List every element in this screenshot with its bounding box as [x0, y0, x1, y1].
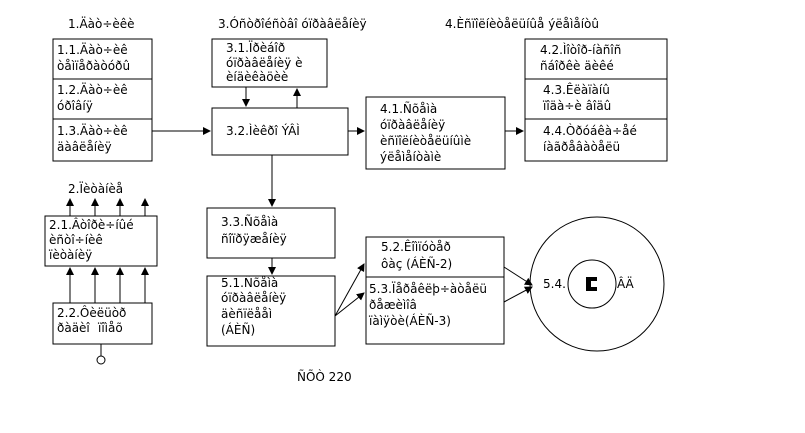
phase-computer-line2: ôàç (ÁÈÑ-2): [381, 256, 452, 271]
actuator-valves-line2: ïîäà÷è âîäû: [542, 99, 611, 113]
arrow-phase-to-display: [503, 266, 533, 286]
actuator-control-line2: óïðàâëåíèÿ: [380, 118, 445, 132]
actuator-pump-line1: 4.2.Ìîòîð-íàñîñ: [540, 42, 621, 57]
sensor-temperature-line1: 1.1.Äàò÷èê: [57, 42, 128, 57]
display-suffix: ÂÄ: [617, 276, 635, 291]
box-interface: 3.3.Ñõåìà ñîïðÿæåíèÿ: [206, 207, 336, 259]
mode-switch-line2: ðåæèìîâ: [369, 298, 417, 312]
heading-sensors-group: 1.Äàò÷èêè: [68, 16, 135, 31]
sensor-level-line1: 1.2.Äàò÷èê: [57, 82, 128, 97]
box-micro-computer: 3.2.Ìèêðî ÝÂÌ: [211, 107, 349, 156]
display-control-line4: (ÁÈÑ): [221, 322, 255, 337]
display-control-line2: óïðàâëåíèÿ: [221, 291, 286, 305]
filter-line1: 2.2.Ôèëüòð: [57, 305, 126, 320]
arrow-display-to-phase: [334, 263, 365, 317]
mode-switch-line1: 5.3.Ïåðåêëþ÷àòåëü: [369, 281, 487, 296]
interface-line1: 3.3.Ñõåìà: [221, 214, 278, 229]
interface-line2: ñîïðÿæåíèÿ: [221, 232, 287, 246]
display-label: 5.4.: [543, 277, 566, 291]
filter-line2a: ðàäèî: [57, 321, 90, 335]
display-control-line1: 5.1.Ñõåìà: [221, 275, 278, 290]
connectors: [66, 87, 533, 356]
heading-actuators: 4.Èñïîëíèòåëüíûå ýëåìåíòû: [445, 16, 599, 31]
display-control-line3: äèñïëååì: [221, 307, 272, 321]
box-phase-mode-stack: 5.2.Êîìïóòåð ôàç (ÁÈÑ-2) 5.3.Ïåðåêëþ÷àòå…: [365, 236, 505, 345]
diagram-caption: ÑÕÒ 220: [297, 369, 352, 384]
arrow-mode-to-display: [503, 286, 533, 303]
secondary-power-line2: èñòî÷íèê: [49, 233, 103, 247]
display-indicator: 5.4. ÂÄ: [529, 216, 665, 352]
secondary-power-line3: ïèòàíèÿ: [48, 248, 92, 262]
actuator-valves-line1: 4.3.Êëàïàíû: [543, 82, 610, 97]
box-control-indication: 3.1.Ïðèáîð óïðàâëåíèÿ è èíäèêàöèè: [211, 38, 328, 88]
box-display-control: 5.1.Ñõåìà óïðàâëåíèÿ äèñïëååì (ÁÈÑ): [206, 275, 336, 347]
heading-power: 2.Ïèòàíèå: [68, 181, 123, 196]
actuator-control-line3: èñïîëíèòåëüíûìè: [380, 134, 471, 148]
power-input-terminal: [96, 355, 106, 365]
box-actuator-control: 4.1.Ñõåìà óïðàâëåíèÿ èñïîëíèòåëüíûìè ýëå…: [365, 96, 506, 170]
filter-line2b: ïîìåõ: [97, 321, 123, 335]
actuator-control-line1: 4.1.Ñõåìà: [380, 101, 437, 116]
sensor-level-line2: óðîâíÿ: [57, 99, 93, 113]
control-indication-line3: èíäèêàöèè: [226, 70, 288, 84]
mode-switch-line3: ïàìÿòè(ÁÈÑ-3): [368, 313, 451, 328]
secondary-power-line1: 2.1.Âòîðè÷íûé: [49, 217, 134, 232]
control-indication-line1: 3.1.Ïðèáîð: [226, 40, 285, 55]
box-filter: 2.2.Ôèëüòð ðàäèî ïîìåõ: [52, 302, 153, 345]
sensor-pressure-line1: 1.3.Äàò÷èê: [57, 123, 128, 138]
actuator-control-line4: ýëåìåíòàìè: [380, 150, 441, 164]
actuator-pump-line2: ñáîðêè äèêé: [540, 59, 614, 73]
phase-computer-line1: 5.2.Êîìïóòåð: [381, 239, 451, 254]
control-indication-line2: óïðàâëåíèÿ è: [226, 56, 302, 70]
box-secondary-power: 2.1.Âòîðè÷íûé èñòî÷íèê ïèòàíèÿ: [44, 215, 158, 267]
actuator-heater-line2: íàãðåâàòåëü: [543, 140, 620, 154]
actuator-stack: 4.2.Ìîòîð-íàñîñ ñáîðêè äèêé 4.3.Êëàïàíû …: [524, 38, 668, 162]
micro-computer-label: 3.2.Ìèêðî ÝÂÌ: [226, 123, 300, 138]
sensor-stack: 1.1.Äàò÷èê òåìïåðàòóðû 1.2.Äàò÷èê óðîâíÿ…: [52, 38, 153, 162]
arrow-display-to-mode: [334, 292, 365, 317]
sensor-temperature-line2: òåìïåðàòóðû: [57, 59, 130, 73]
heading-control-device: 3.Óñòðîéñòâî óïðàâëåíèÿ: [218, 16, 367, 31]
actuator-heater-line1: 4.4.Òðóáêà÷åé: [543, 123, 637, 138]
sensor-pressure-line2: äàâëåíèÿ: [57, 140, 112, 154]
